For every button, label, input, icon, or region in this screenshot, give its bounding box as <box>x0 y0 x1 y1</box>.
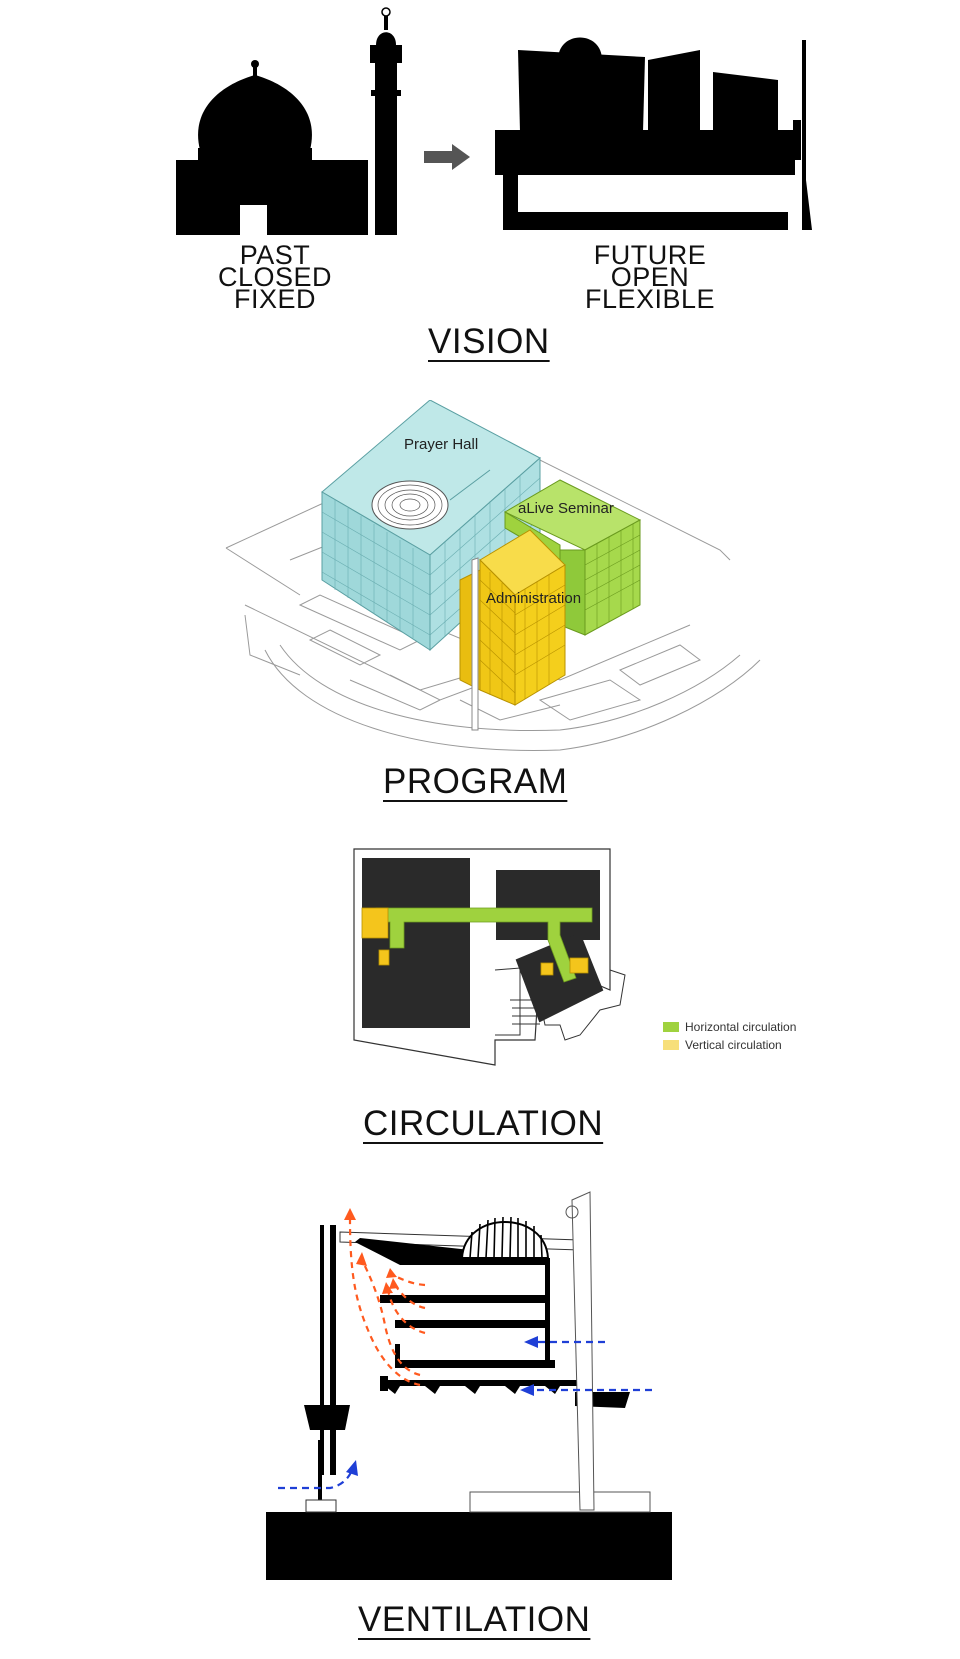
vision-panel: PAST CLOSED FIXED FUTURE OPEN FLEXIBLE V… <box>0 0 960 370</box>
legend-swatch-green <box>663 1022 679 1032</box>
vision-diagram <box>176 7 812 235</box>
administration-block <box>459 529 566 706</box>
prayer-hall-label: Prayer Hall <box>404 436 479 453</box>
legend-swatch-yellow <box>663 1040 679 1050</box>
flexible-label: FLEXIBLE <box>584 284 716 314</box>
ground-mass <box>266 1512 672 1580</box>
past-label: PAST <box>239 240 311 270</box>
cool-air-arrowheads <box>346 1336 538 1476</box>
program-title: PROGRAM <box>383 762 568 801</box>
vertical-circulation-cores <box>361 907 589 976</box>
prayer-hall-block <box>321 400 541 652</box>
legend-horizontal: Horizontal circulation <box>663 1020 796 1034</box>
vision-title: VISION <box>428 322 550 361</box>
program-panel: Prayer Hall aLive Seminar Administration… <box>0 400 960 840</box>
ventilation-section <box>266 1191 672 1580</box>
prayer-hall-footprint <box>362 858 470 1028</box>
administration-label: Administration <box>486 590 582 607</box>
fixed-label: FIXED <box>233 284 316 314</box>
legend-label-vertical: Vertical circulation <box>685 1038 782 1052</box>
past-mosque-silhouette <box>176 7 402 235</box>
alive-seminar-label: aLive Seminar <box>518 500 614 517</box>
open-label: OPEN <box>610 262 690 292</box>
building-section <box>304 1191 630 1513</box>
future-label: FUTURE <box>593 240 707 270</box>
closed-label: CLOSED <box>217 262 333 292</box>
terrain-profile <box>469 1491 651 1513</box>
legend-label-horizontal: Horizontal circulation <box>685 1020 797 1034</box>
circulation-plan <box>353 848 626 1066</box>
future-labels: FUTURE OPEN FLEXIBLE <box>570 240 730 314</box>
legend-vertical: Vertical circulation <box>663 1038 782 1052</box>
ventilation-panel: VENTILATION <box>0 1180 960 1659</box>
past-labels: PAST CLOSED FIXED <box>200 240 350 314</box>
minaret-column <box>471 557 479 731</box>
program-axonometric <box>225 400 761 751</box>
warm-air-arrowheads <box>344 1208 399 1294</box>
future-building-silhouette <box>495 37 812 230</box>
arrow-right-icon <box>424 144 470 170</box>
horizontal-circulation-path <box>375 907 593 983</box>
administration-footprint <box>515 932 604 1023</box>
circulation-title: CIRCULATION <box>363 1104 604 1143</box>
circulation-panel: Horizontal circulation Vertical circulat… <box>0 840 960 1150</box>
ventilation-title: VENTILATION <box>358 1600 591 1639</box>
